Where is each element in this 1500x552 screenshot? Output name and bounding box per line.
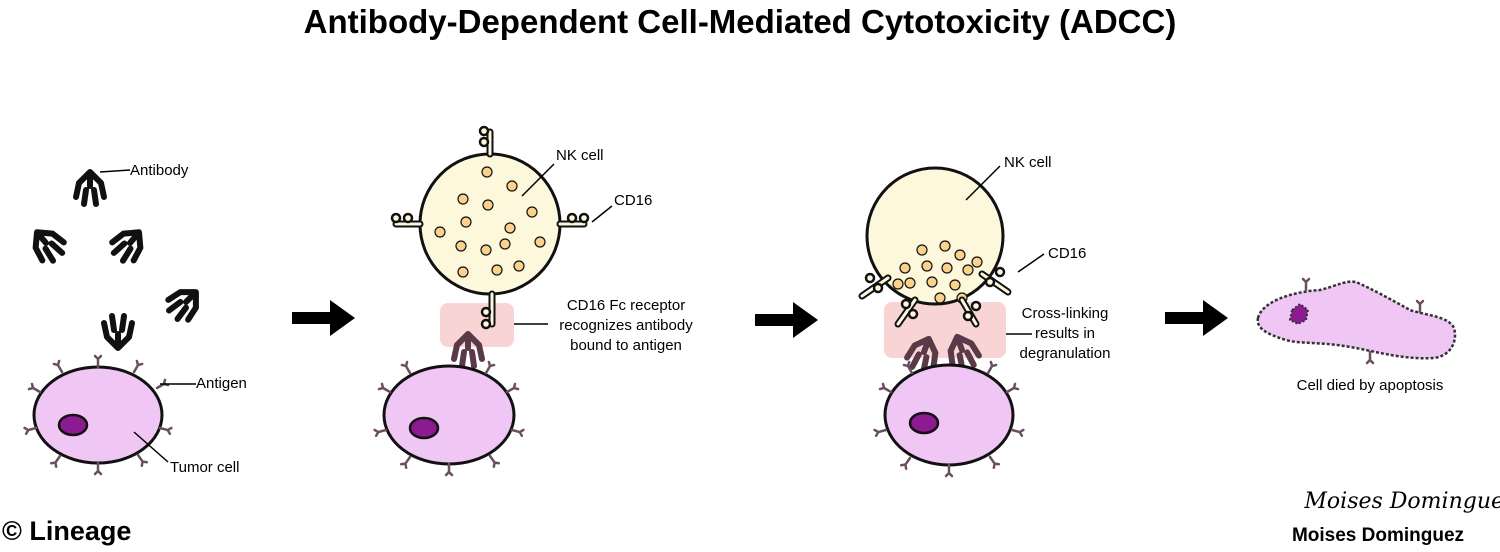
label-crosslink-line-1: Cross-linking (1022, 305, 1109, 322)
cd16-receptor-icon (978, 266, 1012, 296)
antibody-leader-line (99, 169, 131, 173)
diagram-title: Antibody-Dependent Cell-Mediated Cytotox… (304, 3, 1177, 40)
label-antigen: Antigen (196, 375, 247, 392)
tumor-cell (883, 363, 1015, 467)
granules (434, 166, 546, 278)
cd16-leader-line (1017, 253, 1045, 273)
cd16-receptor-icon (858, 272, 892, 300)
cd16-receptor-icon (480, 290, 496, 330)
label-antibody: Antibody (130, 162, 189, 179)
panel-recognition: NK cell CD16 CD16 Fc receptor recognizes… (373, 125, 693, 477)
tumor-cell (382, 364, 516, 466)
label-recognition-line-2: recognizes antibody (559, 317, 693, 334)
label-crosslink-line-2: results in (1035, 325, 1095, 342)
label-nk-cell: NK cell (1004, 154, 1052, 171)
label-tumor-cell: Tumor cell (170, 459, 239, 476)
tumor-nucleus (408, 416, 440, 440)
arrow-right-icon (755, 302, 818, 338)
label-recognition-line-1: CD16 Fc receptor (567, 297, 685, 314)
label-cd16: CD16 (614, 192, 652, 209)
label-crosslink-line-3: degranulation (1020, 345, 1111, 362)
panel-apoptosis: Cell died by apoptosis (1256, 277, 1457, 394)
label-recognition-line-3: bound to antigen (570, 337, 682, 354)
antibody-icon (104, 316, 132, 348)
cd16-receptor-icon (894, 296, 919, 328)
cd16-leader-line (591, 205, 613, 223)
tumor-nucleus (908, 411, 940, 435)
cd16-receptor-icon (556, 212, 590, 228)
apoptotic-cell (1256, 280, 1457, 360)
cd16-receptor-icon (478, 125, 494, 158)
panel-crosslinking: NK cell CD16 Cross-linking results in de… (858, 154, 1111, 478)
fragmented-nucleus (1288, 302, 1310, 326)
author-signature: Moises Dominguez (1303, 489, 1500, 514)
label-cd16: CD16 (1048, 245, 1086, 262)
arrow-right-icon (1165, 300, 1228, 336)
tumor-nucleus (57, 413, 89, 437)
tumor-leader-line (133, 431, 169, 463)
label-apoptosis: Cell died by apoptosis (1297, 377, 1444, 394)
antibody-icon (76, 172, 104, 204)
copyright-lineage: © Lineage (2, 516, 131, 546)
panel-antibodies-and-tumor: Antibody Antigen Tumor cell (25, 162, 247, 476)
antibody-icon (163, 282, 205, 324)
antibody-icon (26, 223, 68, 266)
crosslink-highlight (884, 302, 1006, 358)
cd16-receptor-icon (958, 296, 982, 328)
arrow-right-icon (292, 300, 355, 336)
nk-leader-line (965, 165, 1001, 201)
antibody-icon (108, 223, 150, 266)
nk-leader-line (521, 163, 555, 197)
cd16-receptor-icon (390, 212, 424, 228)
tumor-cell (32, 365, 164, 465)
granules (892, 240, 983, 304)
label-nk-cell: NK cell (556, 147, 604, 164)
author-name: Moises Dominguez (1292, 525, 1464, 546)
